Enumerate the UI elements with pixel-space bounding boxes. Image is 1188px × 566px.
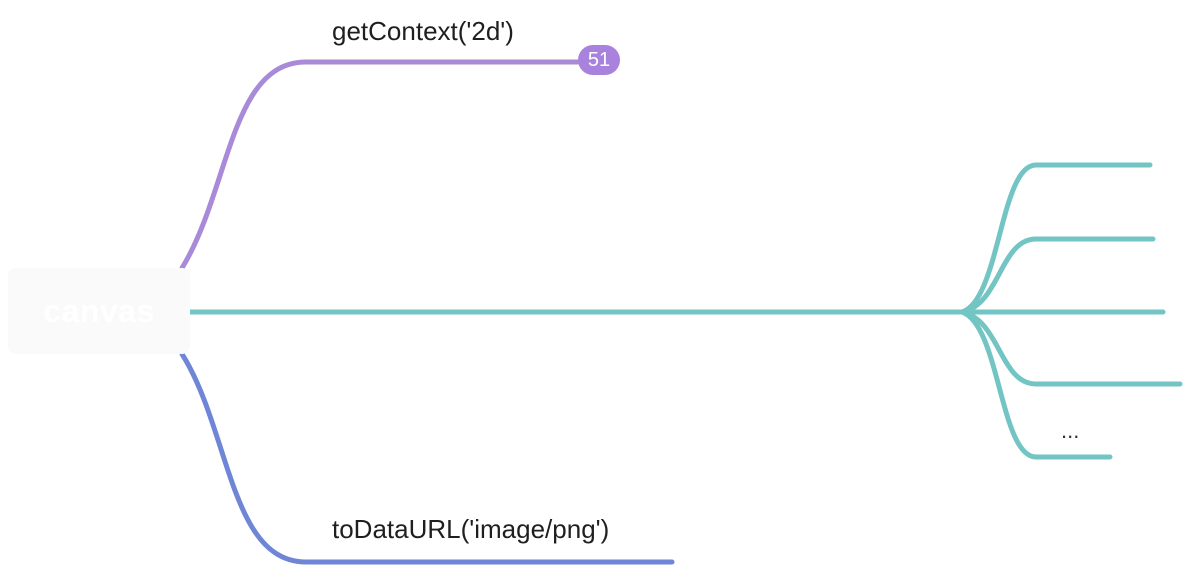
connector-sub-2 bbox=[959, 236, 1156, 315]
topic-ellipsis[interactable]: ... bbox=[1061, 418, 1080, 443]
connector-bottom bbox=[179, 351, 675, 565]
connector-sub-4 bbox=[959, 309, 1183, 387]
connector-sub-1 bbox=[959, 162, 1153, 315]
connector-top bbox=[179, 59, 603, 271]
root-topic-node[interactable]: canvas bbox=[8, 268, 190, 354]
topic-get-context[interactable]: getContext('2d') bbox=[332, 16, 514, 46]
collapsed-count-badge[interactable]: 51 bbox=[578, 45, 620, 75]
root-topic-label: canvas bbox=[43, 292, 155, 329]
topic-to-data-url[interactable]: toDataURL('image/png') bbox=[332, 514, 610, 544]
connector-sub-5 bbox=[959, 309, 1113, 460]
